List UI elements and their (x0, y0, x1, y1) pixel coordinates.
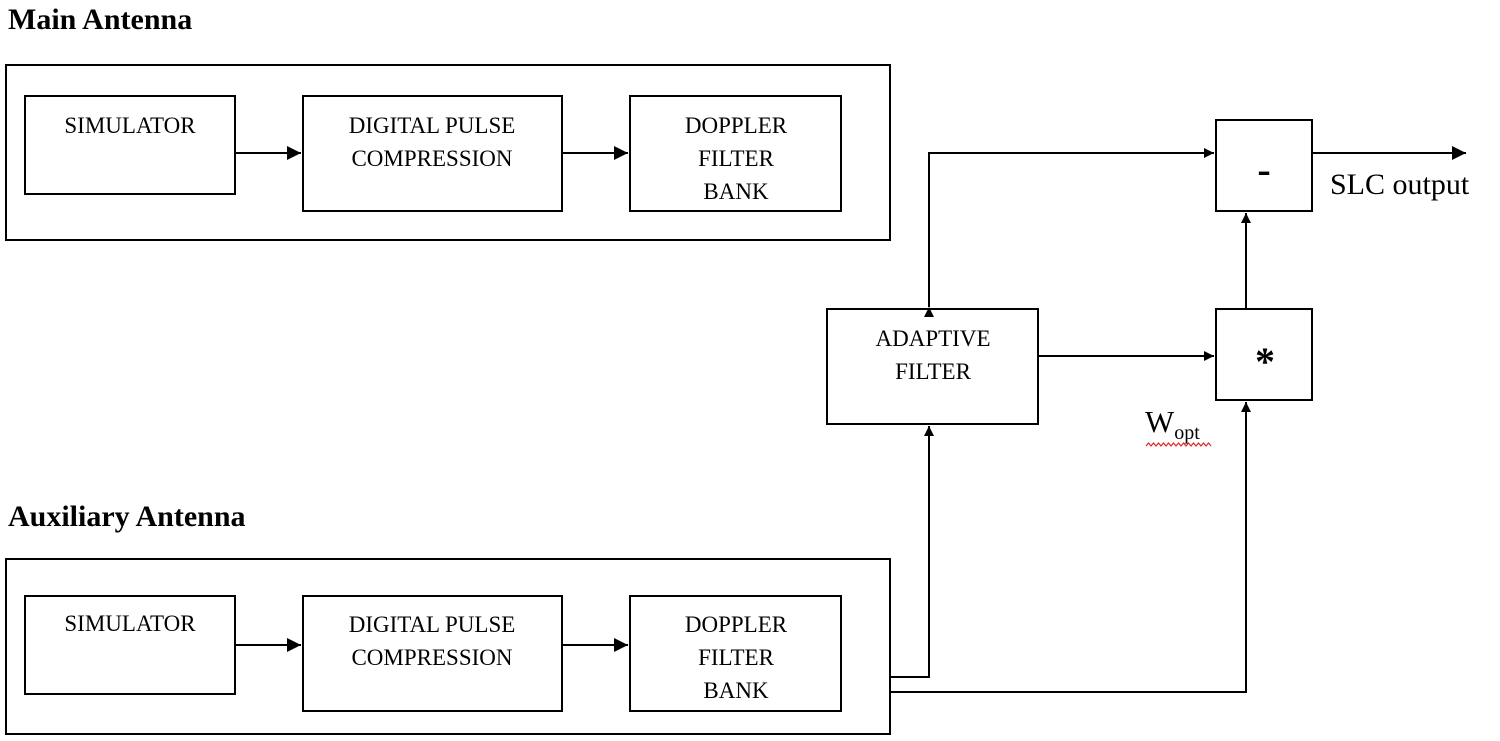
weight-label-subscript: opt (1174, 422, 1200, 444)
aux-doppler-line2: FILTER (698, 645, 774, 670)
adaptive-filter-block (826, 308, 1039, 425)
multiply-operator: * (1255, 339, 1275, 384)
aux-doppler-line1: DOPPLER (685, 612, 788, 637)
main-doppler-line1: DOPPLER (685, 113, 788, 138)
main-simulator-label: SIMULATOR (64, 113, 196, 138)
main-signal-path (924, 148, 1214, 317)
multiplier-block (1215, 308, 1313, 401)
subtractor-block (1215, 119, 1313, 212)
main-doppler-line2: FILTER (698, 146, 774, 171)
auxiliary-antenna-heading: Auxiliary Antenna (8, 500, 246, 533)
aux-to-multiplier-path (890, 402, 1251, 693)
main-simulator-block (24, 95, 236, 195)
main-pulse-compression-line1: DIGITAL PULSE (349, 113, 516, 138)
adaptive-filter-line1: ADAPTIVE (876, 326, 991, 351)
weight-label-base: W (1145, 404, 1175, 439)
main-antenna-heading: Main Antenna (8, 3, 192, 36)
subtract-operator: - (1257, 147, 1270, 192)
aux-doppler-line3: BANK (703, 678, 769, 703)
weight-label: Wopt (1145, 404, 1200, 444)
spellcheck-squiggle (1145, 442, 1212, 447)
main-doppler-line3: BANK (703, 179, 769, 204)
aux-doppler-filter-bank-block (629, 595, 842, 712)
slc-output-label: SLC output (1330, 168, 1470, 201)
aux-pulse-compression-line2: COMPRESSION (351, 645, 512, 670)
main-pulse-compression-block (302, 95, 563, 212)
main-pulse-compression-line2: COMPRESSION (351, 146, 512, 171)
aux-pulse-compression-block (302, 595, 563, 712)
adaptive-filter-line2: FILTER (895, 359, 971, 384)
aux-to-adaptive-path (890, 426, 934, 678)
main-doppler-filter-bank-block (629, 95, 842, 212)
aux-pulse-compression-line1: DIGITAL PULSE (349, 612, 516, 637)
aux-simulator-label: SIMULATOR (64, 611, 196, 636)
